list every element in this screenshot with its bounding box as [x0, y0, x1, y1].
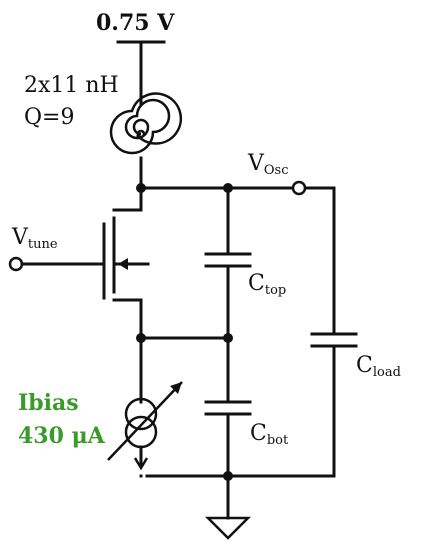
- variable-current-source-icon: [107, 336, 183, 478]
- cbot-label: Cbot: [250, 421, 289, 448]
- pmos-varactor-icon: [102, 186, 150, 340]
- supply-rail: [116, 40, 166, 106]
- ibias-label: Ibias: [18, 390, 79, 416]
- ctop-label: Ctop: [248, 271, 286, 298]
- cload-capacitor: [310, 186, 358, 478]
- supply-label: 0.75 V: [96, 10, 175, 36]
- vtune-terminal: [8, 256, 24, 272]
- ground-icon: [204, 474, 252, 540]
- spiral-inductor-icon: [109, 92, 183, 190]
- cload-label: Cload: [356, 353, 401, 380]
- vtune-label: Vtune: [11, 225, 58, 252]
- vosc-terminal: [291, 180, 307, 196]
- inductor-q-label: Q=9: [24, 105, 74, 130]
- vosc-label: VOsc: [247, 151, 289, 178]
- cbot-capacitor: [204, 336, 252, 478]
- ibias-value: 430 μA: [18, 423, 106, 449]
- inductor-value-label: 2x11 nH: [24, 73, 119, 98]
- ctop-capacitor: [204, 186, 252, 340]
